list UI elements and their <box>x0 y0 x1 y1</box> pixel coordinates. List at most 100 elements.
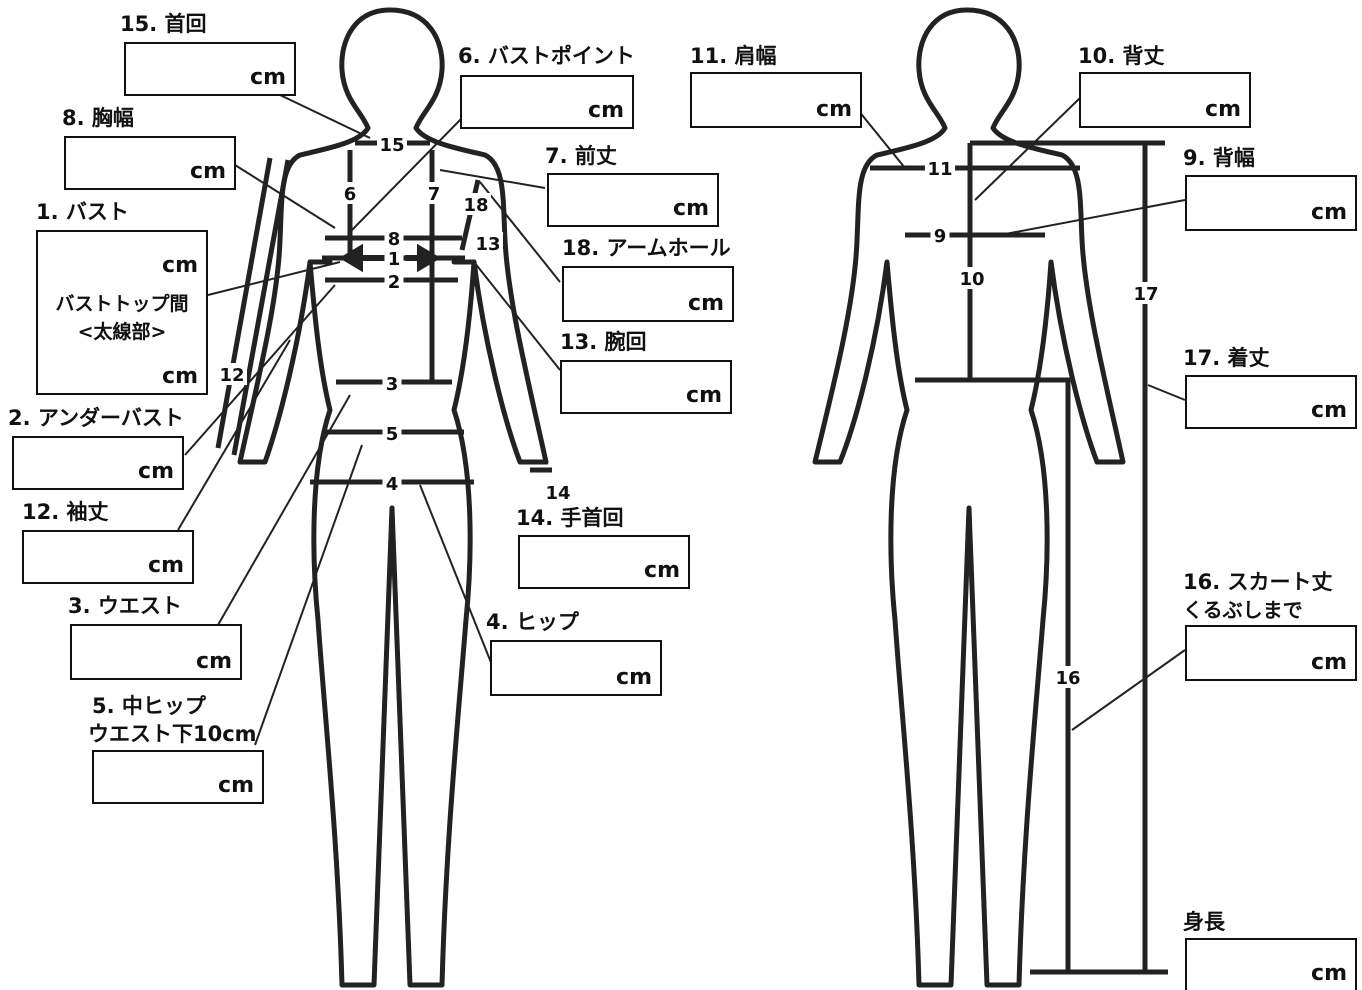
input-back-width[interactable]: cm <box>1185 175 1357 231</box>
input-garment-length[interactable]: cm <box>1185 375 1357 429</box>
unit-front-length: cm <box>673 196 709 221</box>
unit-wrist: cm <box>644 558 680 583</box>
input-bust[interactable]: cm バストトップ間 <太線部> cm <box>36 230 208 395</box>
front-num-15: 15 <box>379 135 404 156</box>
front-num-4: 4 <box>386 474 399 495</box>
front-num-13: 13 <box>475 234 500 255</box>
input-underbust[interactable]: cm <box>12 436 184 490</box>
back-num-16: 16 <box>1055 668 1080 689</box>
front-num-13-bg <box>473 232 503 254</box>
front-num-18-bg <box>461 193 491 215</box>
label-garment-length: 17. 着丈 <box>1183 346 1270 370</box>
front-num-8: 8 <box>388 229 401 250</box>
front-num-7-bg <box>424 182 444 204</box>
label-wrist: 14. 手首回 <box>516 506 624 530</box>
label-arm-circ: 13. 腕回 <box>560 330 647 354</box>
label-back-width: 9. 背幅 <box>1183 146 1255 170</box>
label-height: 身長 <box>1183 910 1225 934</box>
front-num-5: 5 <box>386 424 399 445</box>
unit-skirt-length: cm <box>1311 650 1347 675</box>
front-num-4-bg <box>382 472 402 494</box>
unit-height: cm <box>1311 961 1347 986</box>
unit-shoulder: cm <box>816 97 852 122</box>
unit-bust-point: cm <box>588 98 624 123</box>
label-skirt-length-note: くるぶしまで <box>1183 598 1303 622</box>
label-hip: 4. ヒップ <box>486 610 579 634</box>
unit-armhole: cm <box>688 291 724 316</box>
back-num-11-bg <box>925 157 955 179</box>
unit-bust-top-distance: cm <box>162 364 198 389</box>
front-num-5-bg <box>382 422 402 444</box>
unit-arm-circ: cm <box>686 383 722 408</box>
front-num-12: 12 <box>219 365 244 386</box>
front-num-8-bg <box>384 227 404 249</box>
front-num-12-bg <box>217 363 247 385</box>
input-arm-circ[interactable]: cm <box>560 360 732 414</box>
bust-note-line1: バストトップ間 <box>55 293 189 315</box>
input-waist[interactable]: cm <box>70 624 242 680</box>
label-shoulder: 11. 肩幅 <box>690 44 777 68</box>
bust-note-line2: <太線部> <box>77 321 167 343</box>
input-sleeve[interactable]: cm <box>22 530 194 584</box>
input-shoulder[interactable]: cm <box>690 72 862 128</box>
input-chest-width[interactable]: cm <box>64 136 236 190</box>
label-bust: 1. バスト <box>36 200 129 224</box>
unit-mid-hip: cm <box>218 773 254 798</box>
unit-chest-width: cm <box>190 159 226 184</box>
back-num-11: 11 <box>927 159 952 180</box>
input-skirt-length[interactable]: cm <box>1185 625 1357 681</box>
label-chest-width: 8. 胸幅 <box>62 106 134 130</box>
front-num-15-bg <box>377 133 407 155</box>
front-num-2-bg <box>384 270 404 292</box>
back-num-10: 10 <box>959 269 984 290</box>
unit-neck: cm <box>250 65 286 90</box>
input-back-length[interactable]: cm <box>1079 72 1251 128</box>
input-mid-hip[interactable]: cm <box>92 750 264 804</box>
unit-back-length: cm <box>1205 97 1241 122</box>
front-num-7: 7 <box>428 184 441 205</box>
unit-garment-length: cm <box>1311 398 1347 423</box>
input-front-length[interactable]: cm <box>547 173 719 227</box>
input-height[interactable]: cm <box>1185 938 1357 990</box>
label-armhole: 18. アームホール <box>562 236 731 260</box>
label-waist: 3. ウエスト <box>68 594 182 618</box>
input-armhole[interactable]: cm <box>562 266 734 322</box>
front-num-3: 3 <box>386 374 399 395</box>
unit-waist: cm <box>196 649 232 674</box>
front-num-14: 14 <box>545 483 570 504</box>
label-neck: 15. 首回 <box>120 12 207 36</box>
label-bust-point: 6. バストポイント <box>458 44 635 68</box>
input-neck[interactable]: cm <box>124 42 296 96</box>
back-num-9: 9 <box>934 226 947 247</box>
back-body-outline <box>812 7 1126 988</box>
front-num-6-bg <box>340 182 360 204</box>
unit-bust: cm <box>162 253 198 278</box>
front-num-3-bg <box>382 372 402 394</box>
front-num-18: 18 <box>463 195 488 216</box>
front-num-2: 2 <box>388 272 401 293</box>
front-num-6: 6 <box>344 184 357 205</box>
unit-underbust: cm <box>138 459 174 484</box>
label-sleeve: 12. 袖丈 <box>22 500 109 524</box>
front-num-14-bg <box>543 481 573 503</box>
unit-sleeve: cm <box>148 553 184 578</box>
label-front-length: 7. 前丈 <box>545 144 617 168</box>
input-hip[interactable]: cm <box>490 640 662 696</box>
unit-hip: cm <box>616 665 652 690</box>
front-body-outline <box>237 7 549 988</box>
label-skirt-length: 16. スカート丈 <box>1183 570 1333 594</box>
input-bust-point[interactable]: cm <box>460 75 634 129</box>
back-num-9-bg <box>930 224 950 246</box>
label-mid-hip: 5. 中ヒップ <box>92 694 206 718</box>
back-num-17: 17 <box>1133 284 1158 305</box>
front-num-1: 1 <box>388 249 401 270</box>
unit-back-width: cm <box>1311 200 1347 225</box>
label-mid-hip-note: ウエスト下10cm <box>88 722 257 746</box>
label-underbust: 2. アンダーバスト <box>8 406 184 430</box>
input-wrist[interactable]: cm <box>518 535 690 589</box>
back-num-16-bg <box>1053 666 1083 688</box>
back-num-17-bg <box>1131 282 1161 304</box>
label-back-length: 10. 背丈 <box>1078 44 1165 68</box>
back-num-10-bg <box>957 267 987 289</box>
